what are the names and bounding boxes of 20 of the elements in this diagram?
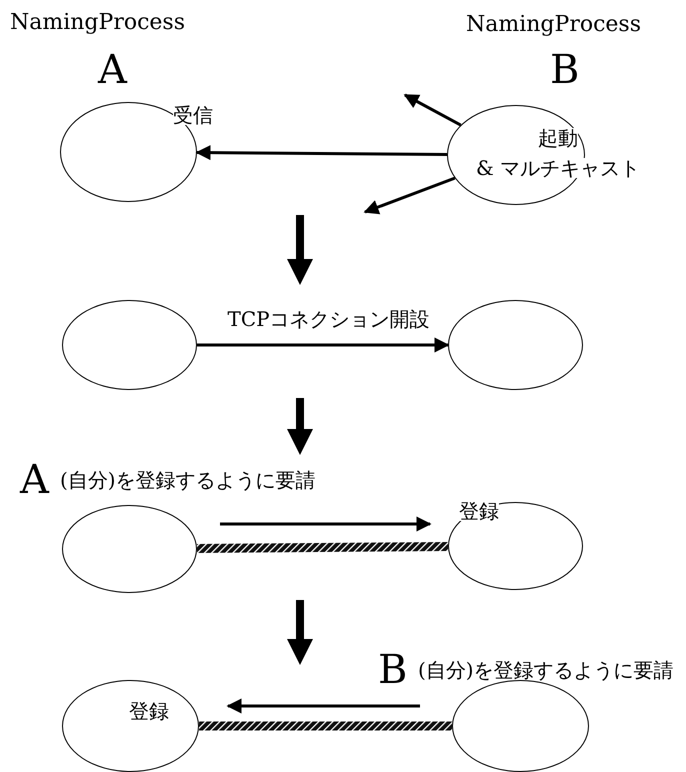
caption-text: NamingProcess	[10, 12, 186, 34]
node-text: 受信	[173, 105, 213, 125]
ellipse	[62, 680, 199, 772]
caption-text: (自分)を登録するように要請	[60, 470, 316, 490]
ellipse	[448, 300, 583, 390]
arrow	[197, 338, 450, 352]
ellipse	[62, 300, 197, 390]
node-text: 登録	[459, 501, 499, 521]
hatched-connection	[196, 542, 448, 553]
caption-text: (自分)を登録するように要請	[418, 660, 674, 680]
arrow	[404, 94, 462, 126]
edge-label: TCPコネクション開設	[228, 309, 430, 329]
arrow	[364, 176, 456, 214]
node-text: 登録	[129, 701, 169, 721]
node-text: 起動	[538, 128, 578, 148]
ellipse	[448, 502, 583, 590]
ellipse	[62, 505, 197, 593]
caption-text: NamingProcess	[466, 14, 642, 36]
arrow	[196, 145, 448, 160]
hatched-connection	[199, 722, 452, 730]
